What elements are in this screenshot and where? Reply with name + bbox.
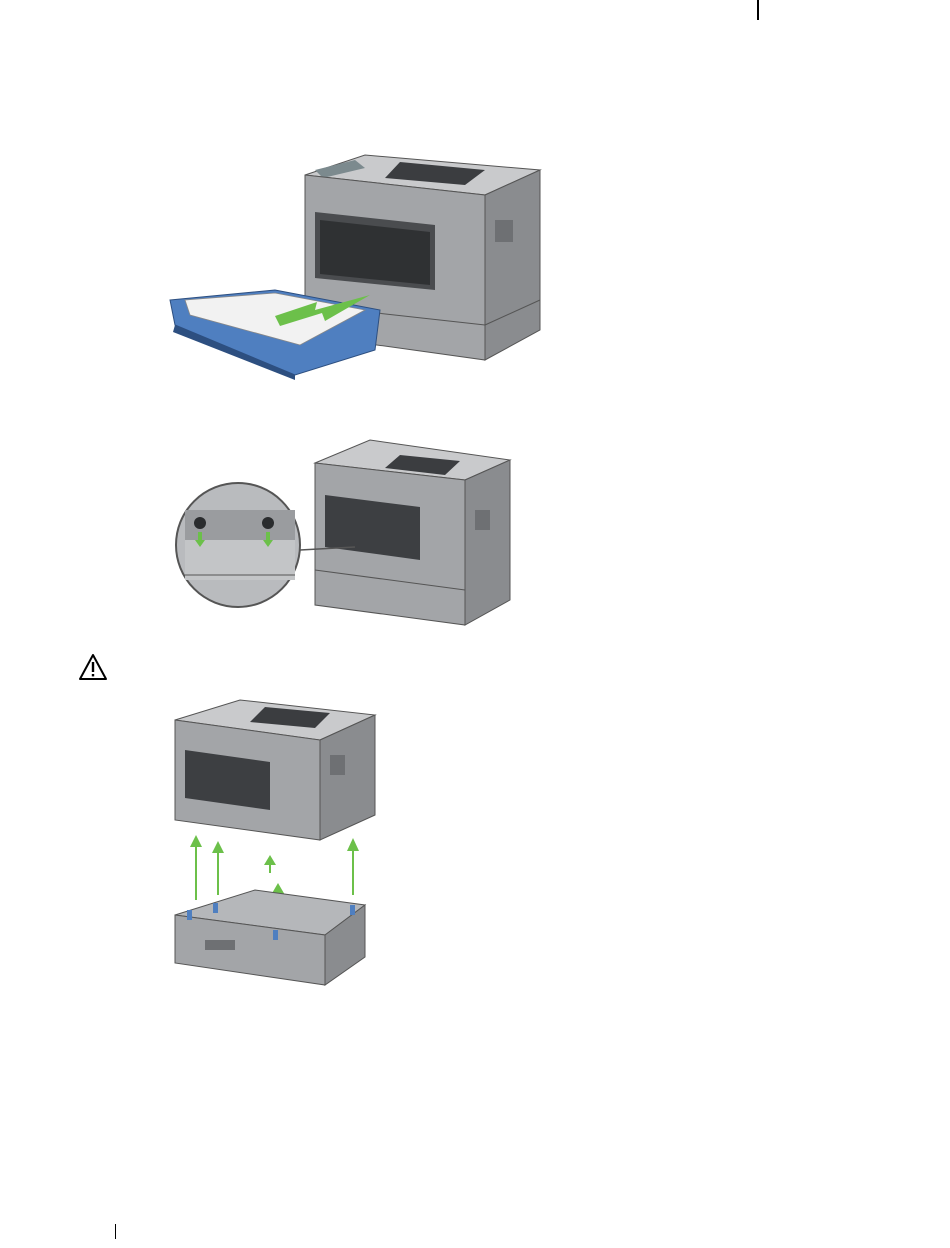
caution-triangle-icon: [78, 653, 108, 681]
top-page-rule: [757, 0, 759, 20]
footer-rule: [115, 1224, 116, 1239]
printer-tray-removal-illustration: [165, 150, 555, 380]
printer-screw-removal-illustration: [170, 435, 515, 630]
printer-lift-off-feeder-illustration: [165, 695, 380, 990]
